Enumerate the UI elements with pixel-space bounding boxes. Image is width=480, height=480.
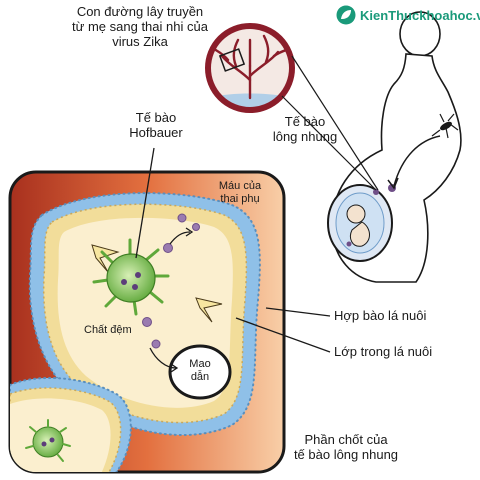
stromal-cell-1 (91, 244, 120, 273)
label-cytotrophoblast: Hợp bào lá nuôi (334, 308, 427, 323)
label-villus-core: Phần chốt của tế bào lông nhung (293, 432, 399, 462)
hofbauer-cell (92, 238, 170, 316)
label-villus-cell: Tế bào lông nhung (272, 114, 338, 144)
label-syncytiotrophoblast: Lớp trong lá nuôi (334, 344, 433, 359)
placenta-closeup (8, 147, 286, 474)
capillary (168, 344, 232, 400)
villus-tree-circle (205, 23, 295, 113)
virus-arrows (149, 227, 194, 373)
label-transmission: Con đường lây truyền từ mẹ sang thai nhi… (72, 4, 208, 49)
fetus-icon (346, 204, 370, 247)
leaf-logo-icon (336, 5, 356, 25)
watermark-logo: KienThuckhoahoc.vn (336, 4, 480, 26)
transmission-arrow (393, 135, 441, 187)
label-hofbauer: Tế bào Hofbauer (129, 110, 183, 140)
label-capillary: Mao dẫn (189, 358, 211, 383)
mosquito-icon (431, 113, 459, 139)
watermark-text: KienThuckhoahoc.vn (360, 7, 480, 23)
label-maternal-blood: Máu của thai phụ (218, 180, 262, 205)
virus-particles (142, 213, 200, 349)
hofbauer-cell-small (25, 419, 71, 462)
label-stroma: Chất đệm (84, 324, 132, 336)
uterus (327, 184, 393, 262)
stromal-cell-2 (195, 297, 223, 323)
